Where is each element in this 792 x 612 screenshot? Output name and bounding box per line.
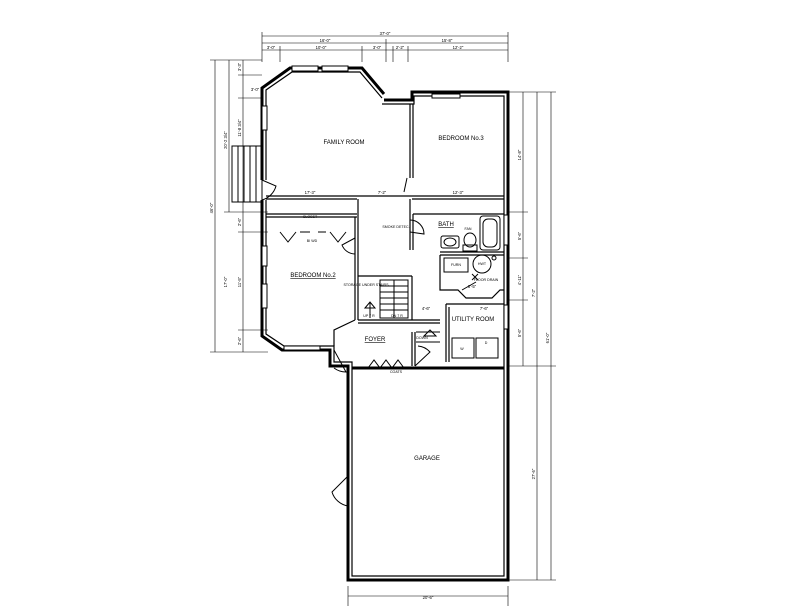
- windows: [261, 65, 509, 351]
- label-furn: FURN: [451, 263, 461, 267]
- label-bedroom2: BEDROOM No.2: [290, 273, 336, 279]
- dim-left-g: 2'-6": [237, 336, 242, 345]
- dim-right-e: 5'-6": [517, 328, 522, 337]
- label-bi-wd: BI WD: [307, 239, 318, 243]
- dim-bed3-width: 12'-3": [453, 190, 464, 195]
- left-dimensions: 46'-0" 20'-2 3/4" 3'-3" 3'-0" 11'-8 3/4"…: [209, 59, 268, 353]
- bottom-dimension: 20'-6": [347, 586, 509, 606]
- bath-fixtures: [440, 215, 501, 252]
- label-up-stairs: UP 7 R: [363, 314, 375, 318]
- small-labels: CLOSET SMOKE DETEC. STORAGE UNDER STAIRS…: [303, 215, 499, 374]
- label-bath: BATH: [438, 222, 454, 228]
- dim-bath-a: 8'-5": [468, 284, 477, 289]
- label-fan: FAN: [465, 227, 472, 231]
- dim-right-d: 7'-2": [531, 288, 536, 297]
- dim-right-g: 27'-6": [531, 468, 536, 479]
- label-floor-drain: FLOOR DRAIN: [474, 278, 499, 282]
- label-dryer: D: [485, 341, 488, 345]
- label-hwt: HWT: [478, 262, 487, 266]
- dim-right-b: 5'-6": [517, 231, 522, 240]
- room-labels: FAMILY ROOM BEDROOM No.3 BEDROOM No.2 BA…: [290, 136, 494, 462]
- dim-right-a: 14'-8": [517, 149, 522, 160]
- dim-left-c: 11'-8 3/4": [237, 119, 242, 137]
- dim-top-seg4: 2'-2": [396, 45, 405, 50]
- dim-left-b: 3'-0": [251, 87, 260, 92]
- doors: [279, 177, 477, 507]
- dim-right-f: 61'-0": [545, 332, 550, 343]
- dim-top-seg1: 3'-0": [267, 45, 276, 50]
- label-coats: COATS: [390, 370, 403, 374]
- dim-top-seg2: 10'-0": [316, 45, 327, 50]
- dim-top-overall: 37'-0": [380, 31, 391, 36]
- dim-bottom: 20'-6": [423, 595, 434, 600]
- dim-top-seg5: 12'-2": [453, 45, 464, 50]
- dim-right-c: 4'-11": [517, 274, 522, 285]
- label-family-room: FAMILY ROOM: [323, 140, 364, 146]
- label-garage: GARAGE: [414, 456, 440, 462]
- label-smoke-detector: SMOKE DETEC.: [382, 225, 409, 229]
- dim-left-f: 11'-5": [237, 276, 242, 287]
- label-utility-room: UTILITY ROOM: [452, 317, 495, 323]
- dim-top-seg3: 3'-0": [373, 45, 382, 50]
- right-dimensions: 14'-8" 5'-6" 4'-11" 7'-2" 5'-6" 61'-0" 2…: [508, 91, 556, 581]
- exterior-walls: [260, 66, 510, 582]
- top-dimensions: 37'-0" 16'-0" 15'-8" 3'-0" 10'-0" 3'-0" …: [261, 31, 509, 62]
- label-closet: CLOSET: [303, 215, 318, 219]
- label-storage: STORAGE UNDER STAIRS: [344, 283, 390, 287]
- dim-family-width: 17'-3": [305, 190, 316, 195]
- label-bedroom3: BEDROOM No.3: [438, 136, 484, 142]
- interior-stairs: [363, 279, 440, 343]
- dim-left-a: 3'-3": [237, 62, 242, 71]
- dim-left-e: 17'-0": [223, 276, 228, 287]
- dim-top-left: 16'-0": [320, 38, 331, 43]
- label-down-stairs: DN 7 R: [391, 314, 403, 318]
- dim-top-right: 15'-8": [442, 38, 453, 43]
- label-foyer: FOYER: [365, 337, 386, 343]
- utility-fixtures: [443, 254, 499, 359]
- exterior-stair: [231, 145, 277, 203]
- dim-utility-b: 7'-6": [480, 306, 489, 311]
- label-washer: W: [460, 347, 464, 351]
- dim-left-upper: 20'-2 3/4": [223, 131, 228, 149]
- dim-left-overall: 46'-0": [209, 202, 214, 213]
- dim-hall-width: 7'-2": [378, 190, 387, 195]
- label-down: DOWN: [416, 336, 428, 340]
- internal-dimensions: 17'-3" 7'-2" 12'-3" 4'-6" 7'-6" 8'-5": [305, 190, 489, 311]
- dim-left-d: 2'-6": [237, 217, 242, 226]
- interior-walls: [266, 104, 504, 370]
- dim-utility-a: 4'-6": [422, 306, 431, 311]
